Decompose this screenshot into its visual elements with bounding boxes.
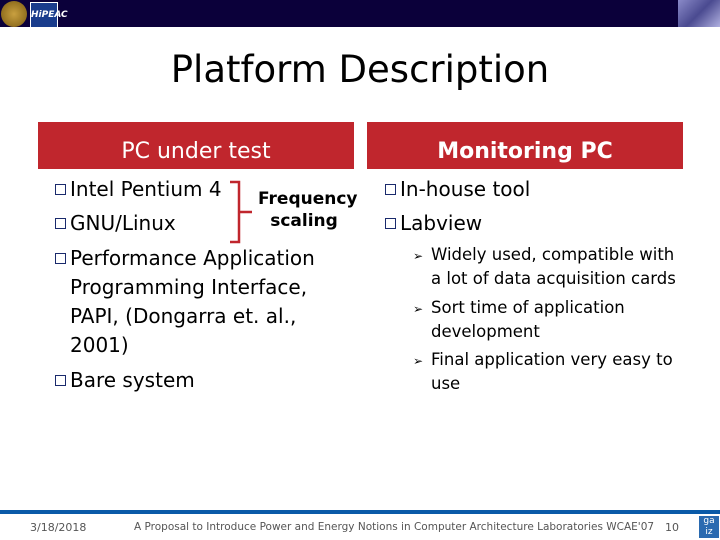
arrow-bullet-icon: ➢ [413, 354, 424, 368]
hipeac-logo: HiPEAC [30, 2, 68, 28]
monitoring-pc-header: Monitoring PC [367, 122, 683, 169]
slide-title: Platform Description [170, 48, 550, 91]
bullet-icon [55, 184, 66, 195]
list-item: Intel Pentium 4 [70, 177, 222, 201]
bullet-icon [55, 375, 66, 386]
list-item: Bare system [70, 368, 195, 392]
banner-image [678, 0, 720, 27]
sub-item: Widely used, compatible with a lot of da… [431, 245, 676, 288]
list-item: GNU/Linux [70, 211, 176, 235]
arrow-bullet-icon: ➢ [413, 249, 424, 263]
pc-under-test-header: PC under test [38, 122, 354, 169]
top-banner [0, 0, 720, 27]
bullet-icon [385, 184, 396, 195]
footer-date: 3/18/2018 [30, 521, 87, 534]
sub-item: Final application very easy to use [431, 350, 673, 393]
frequency-scaling-note: Frequency scaling [258, 189, 358, 231]
footer-text: A Proposal to Introduce Power and Energy… [134, 521, 655, 533]
arrow-bullet-icon: ➢ [413, 302, 424, 316]
list-item: In-house tool [400, 177, 531, 201]
university-seal-logo [1, 1, 27, 27]
bullet-icon [55, 218, 66, 229]
bracket-icon [230, 180, 252, 244]
list-item: Performance Application Programming Inte… [70, 246, 315, 357]
bullet-icon [55, 253, 66, 264]
sub-item: Sort time of application development [431, 298, 625, 341]
footer-line [0, 510, 720, 514]
list-item: Labview [400, 211, 483, 235]
page-number: 10 [665, 521, 679, 534]
bullet-icon [385, 218, 396, 229]
gaz-logo: ga iz [699, 516, 719, 538]
